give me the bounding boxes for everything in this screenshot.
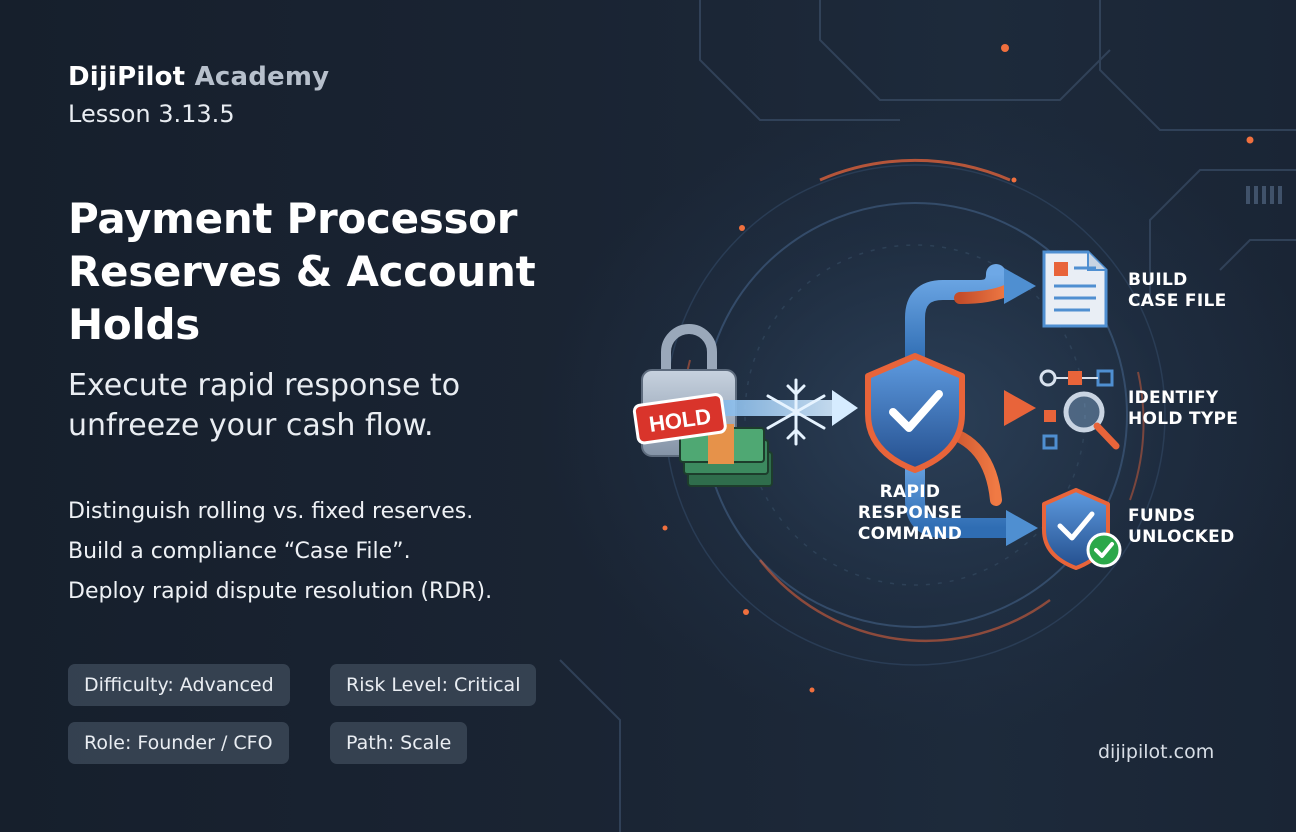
subtitle: Execute rapid response to unfreeze your … [68, 366, 568, 446]
concentric-rings [664, 158, 1166, 666]
objective-list: Distinguish rolling vs. fixed reserves. … [68, 492, 492, 612]
orange-glow-dots [662, 44, 1254, 693]
tag-role: Role: Founder / CFO [68, 722, 289, 764]
step-label-line: HOLD TYPE [1128, 409, 1239, 429]
tag-path: Path: Scale [330, 722, 468, 764]
brand-name: DijiPilot Academy [68, 62, 329, 92]
step-funds-unlocked: FUNDS UNLOCKED [1128, 506, 1234, 548]
title-line: Reserves & Account [68, 247, 536, 296]
flowchart-magnifier-icon [1039, 369, 1120, 450]
objective-item: Build a compliance “Case File”. [68, 539, 411, 564]
page-title: Payment Processor Reserves & Account Hol… [68, 192, 588, 351]
title-line: Holds [68, 300, 200, 349]
brand-primary: DijiPilot [68, 62, 186, 92]
step-label-line: IDENTIFY [1128, 388, 1219, 408]
subtitle-line: Execute rapid response to [68, 368, 461, 403]
center-label-line: RAPID [879, 482, 941, 502]
arrow-heads [1004, 268, 1038, 546]
website-link[interactable]: dijipilot.com [1098, 741, 1215, 763]
step-label-line: CASE FILE [1128, 291, 1227, 311]
title-line: Payment Processor [68, 194, 518, 243]
tag-difficulty: Difficulty: Advanced [68, 664, 290, 706]
brand-suffix: Academy [194, 62, 330, 92]
step-label-line: UNLOCKED [1128, 527, 1235, 547]
step-label-line: BUILD [1128, 270, 1188, 290]
circuit-traces [559, 0, 1296, 832]
center-label-line: COMMAND [857, 524, 963, 544]
shield-check-icon [1042, 488, 1122, 570]
objective-item: Distinguish rolling vs. fixed reserves. [68, 499, 474, 524]
subtitle-line: unfreeze your cash flow. [68, 408, 434, 443]
tag-risk-level: Risk Level: Critical [330, 664, 537, 706]
step-label-line: FUNDS [1128, 506, 1196, 526]
objective-item: Deploy rapid dispute resolution (RDR). [68, 579, 493, 604]
document-icon [1042, 250, 1108, 328]
step-build-case-file: BUILD CASE FILE [1128, 270, 1227, 312]
hold-badge [632, 393, 727, 445]
rapid-response-label: RAPID RESPONSE COMMAND [842, 482, 978, 545]
vertical-bars [1246, 186, 1282, 204]
snowflake-icon [766, 378, 826, 446]
step-identify-hold-type: IDENTIFY HOLD TYPE [1128, 388, 1238, 430]
shield-check-center-icon [865, 353, 965, 473]
lesson-number: Lesson 3.13.5 [68, 100, 235, 128]
center-label-line: RESPONSE [857, 503, 963, 523]
freeze-arrow [716, 390, 858, 426]
